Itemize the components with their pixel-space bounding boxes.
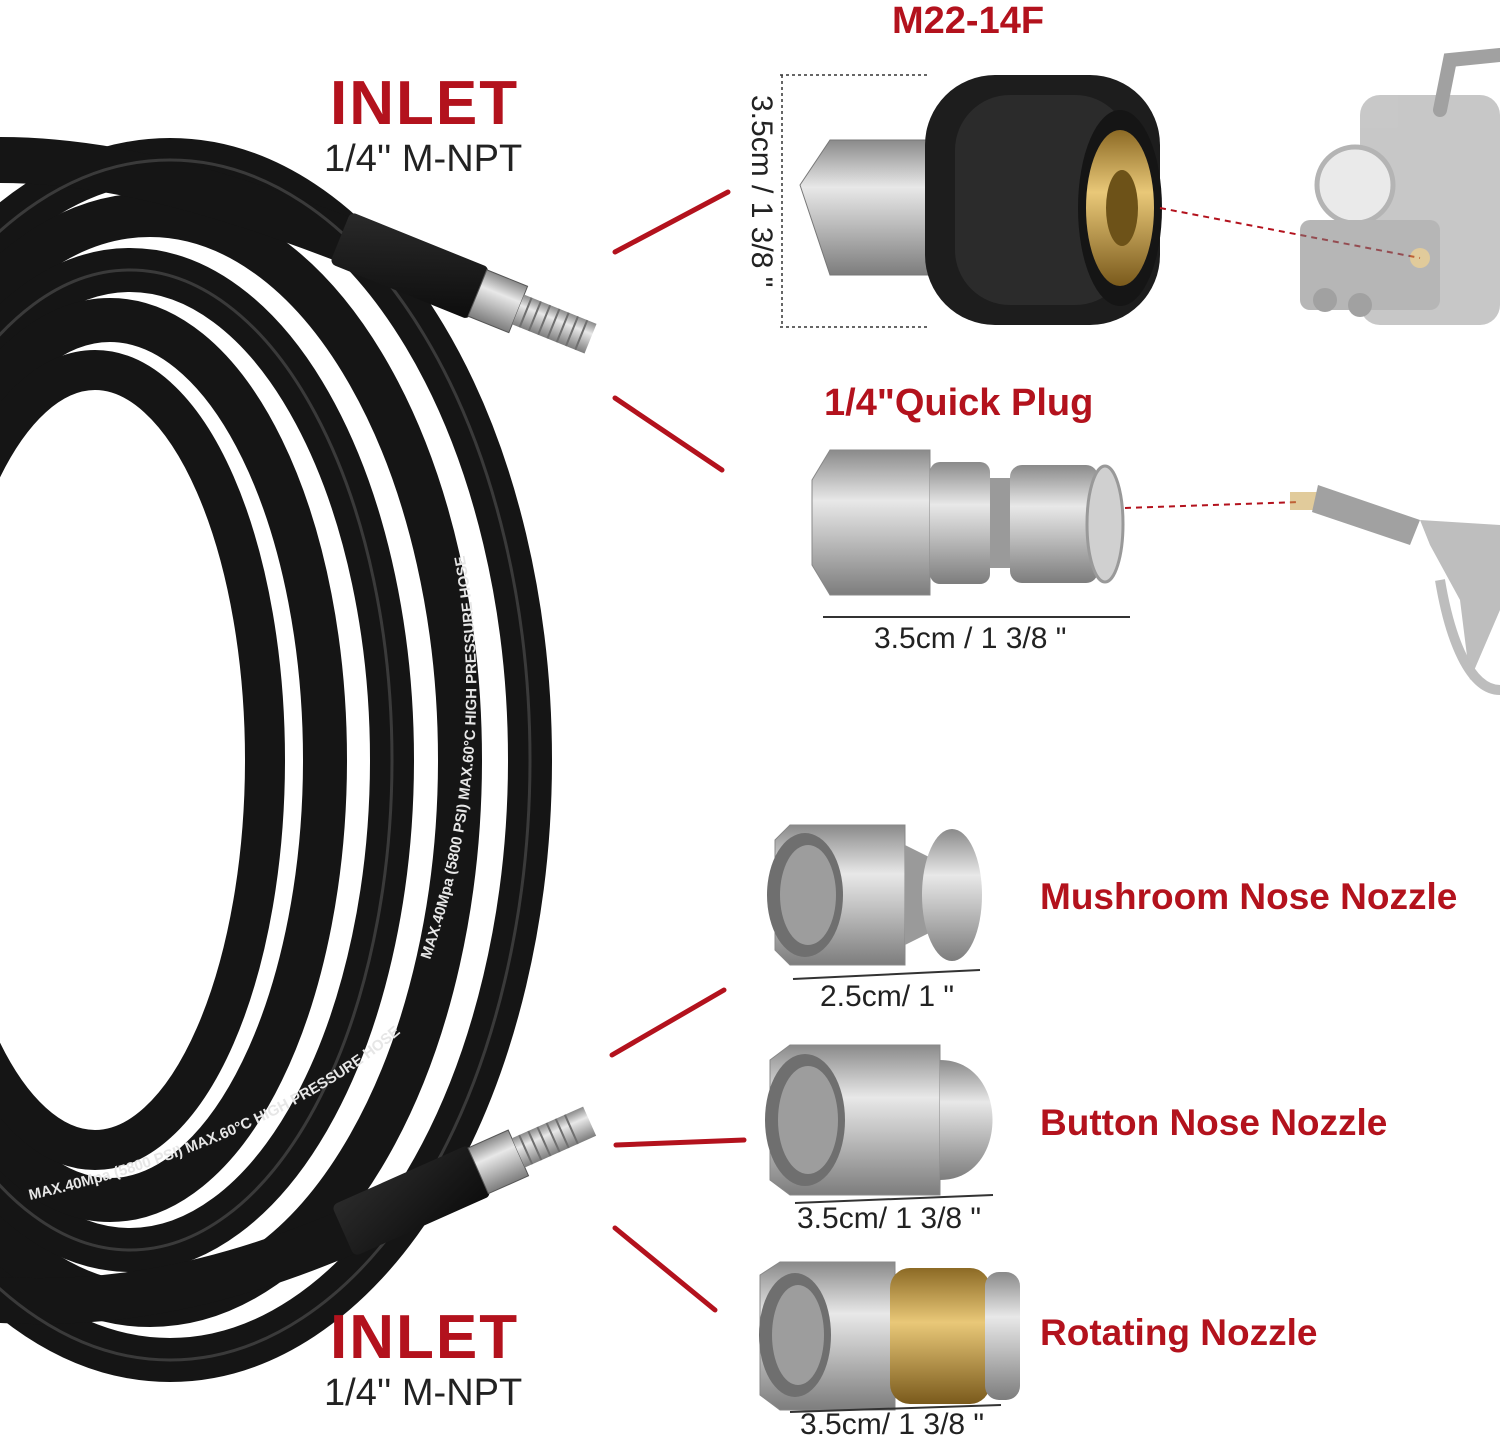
mushroom-nozzle-dimension: 2.5cm/ 1 " (820, 980, 955, 1013)
top-inlet-spec: 1/4'' M-NPT (324, 138, 523, 180)
quick-plug-illustration (811, 449, 1301, 618)
quick-plug-dimension: 3.5cm / 1 3/8 " (874, 622, 1067, 655)
bottom-inlet-title: INLET (330, 1303, 520, 1372)
bottom-hose-fitting (333, 1106, 597, 1255)
hose-coil (0, 137, 552, 1382)
mushroom-nozzle-illustration (767, 824, 982, 980)
button-nozzle-dimension: 3.5cm/ 1 3/8 " (797, 1202, 982, 1235)
pressure-washer-illustration (1300, 48, 1500, 325)
rotating-nozzle-dimension: 3.5cm/ 1 3/8 " (800, 1408, 985, 1441)
spray-gun-illustration (1290, 485, 1500, 695)
mushroom-nozzle-label: Mushroom Nose Nozzle (1040, 876, 1458, 917)
rotating-nozzle-illustration (759, 1261, 1020, 1413)
pointer-lines (609, 189, 747, 1313)
m22-dimension: 3.5cm / 1 3/8 " (745, 95, 778, 288)
rotating-nozzle-label: Rotating Nozzle (1040, 1312, 1318, 1353)
quick-plug-title: 1/4"Quick Plug (824, 382, 1094, 424)
m22-coupler-illustration (780, 74, 1421, 328)
button-nozzle-illustration (765, 1044, 994, 1204)
bottom-inlet-spec: 1/4'' M-NPT (324, 1372, 523, 1414)
top-inlet-title: INLET (330, 69, 520, 138)
button-nozzle-label: Button Nose Nozzle (1040, 1102, 1388, 1143)
top-hose-fitting (331, 213, 597, 354)
m22-title: M22-14F (892, 0, 1045, 42)
